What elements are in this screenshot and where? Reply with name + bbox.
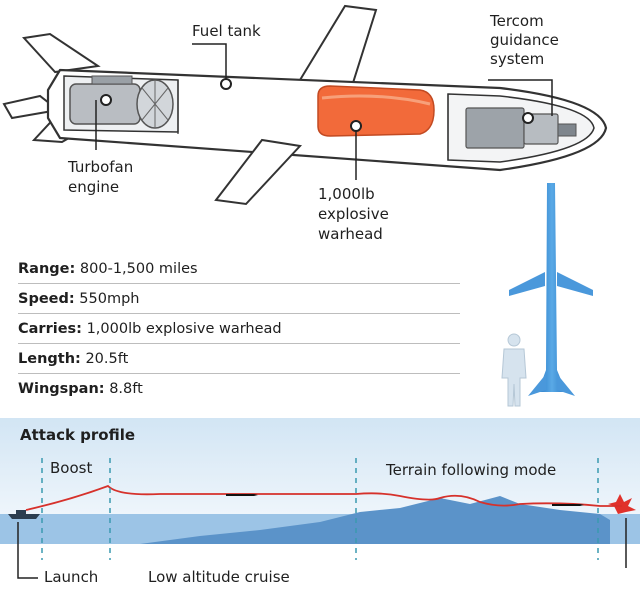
- turbofan-engine-block: [69, 75, 174, 129]
- spec-value: 8.8ft: [104, 381, 143, 397]
- fuel-tank-label: Fuel tank: [192, 22, 261, 40]
- tail-fin-upper: [22, 32, 101, 74]
- launch-marker: [17, 522, 38, 579]
- callout-dots: [100, 78, 534, 132]
- terrain: [140, 496, 610, 544]
- tercom-marker: [522, 112, 534, 124]
- spec-key: Range:: [18, 261, 76, 277]
- launch-label: Launch: [44, 568, 99, 586]
- warhead-block: [317, 85, 435, 137]
- spec-value: 550mph: [74, 291, 140, 307]
- flight-path: [25, 484, 622, 511]
- turbofan-label: Turbofan engine: [68, 158, 134, 196]
- spec-value: 800-1,500 miles: [75, 261, 198, 277]
- cruise-missile-2: [552, 504, 584, 506]
- boost-label: Boost: [50, 459, 93, 477]
- callout-leaders: [95, 43, 553, 180]
- spec-value: 1,000lb explosive warhead: [81, 321, 282, 337]
- spec-key: Length:: [18, 351, 81, 367]
- spec-row-wingspan: Wingspan: 8.8ft: [18, 374, 460, 404]
- fuel-tank-marker: [220, 78, 232, 90]
- top-wing: [298, 4, 378, 88]
- spec-key: Wingspan:: [18, 381, 105, 397]
- tercom-label: Tercom guidance system: [490, 12, 559, 68]
- warhead-label: 1,000lb explosive warhead: [318, 185, 389, 243]
- attack-profile-panel: [0, 418, 640, 579]
- spec-row-length: Length: 20.5ft: [18, 344, 460, 374]
- spec-value: 20.5ft: [80, 351, 129, 367]
- attack-profile-title: Attack profile: [20, 426, 136, 444]
- spec-row-speed: Speed: 550mph: [18, 284, 460, 314]
- spec-list: Range: 800-1,500 miles Speed: 550mph Car…: [18, 254, 460, 404]
- spec-key: Speed:: [18, 291, 75, 307]
- target-explosion: [608, 494, 636, 514]
- terrain-following-label: Terrain following mode: [386, 461, 557, 479]
- spec-key: Carries:: [18, 321, 82, 337]
- warhead-marker: [350, 120, 362, 132]
- bottom-wing: [214, 138, 303, 206]
- low-altitude-cruise-label: Low altitude cruise: [148, 568, 290, 586]
- missile-cutaway: [2, 4, 608, 206]
- engine-marker: [100, 94, 112, 106]
- person-scale-figure: [501, 333, 527, 407]
- spec-row-range: Range: 800-1,500 miles: [18, 254, 460, 284]
- launch-ship: [8, 514, 40, 519]
- cruise-missile-1: [226, 494, 258, 496]
- side-view-missile: [509, 183, 593, 396]
- spec-row-carries: Carries: 1,000lb explosive warhead: [18, 314, 460, 344]
